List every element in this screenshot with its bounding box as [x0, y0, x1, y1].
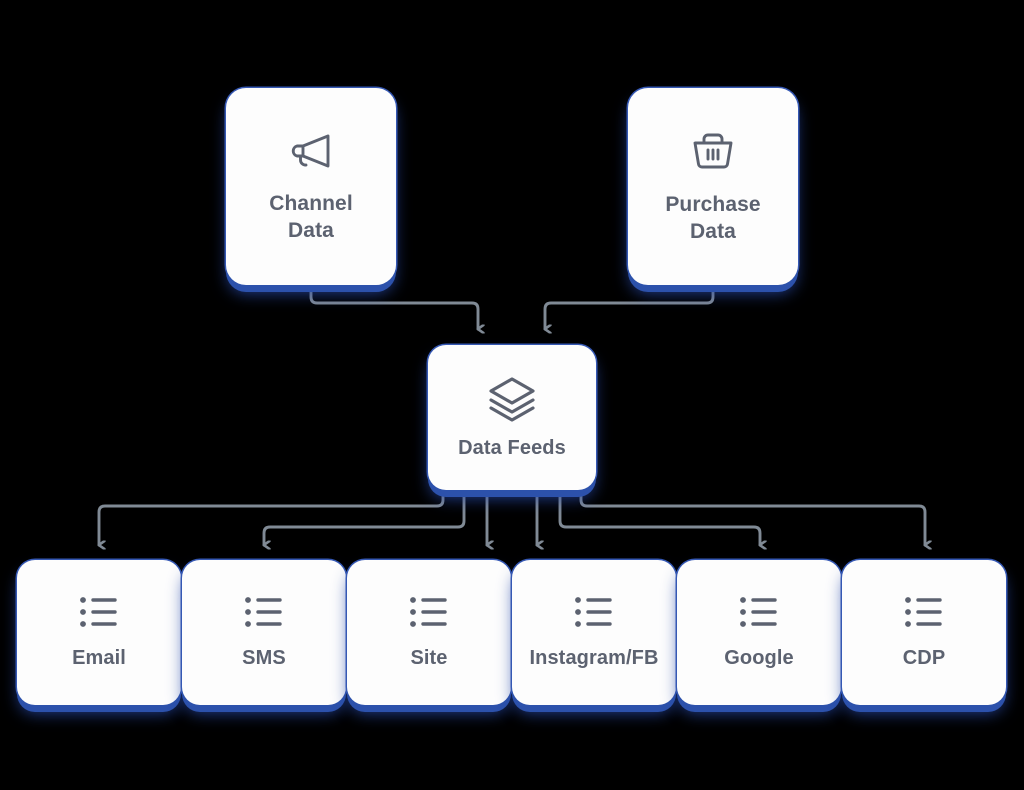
- destination-card-label: Instagram/FB: [529, 646, 659, 669]
- destination-card-google[interactable]: Google: [677, 560, 841, 705]
- megaphone-icon: [284, 129, 338, 173]
- destination-card-label: SMS: [242, 646, 286, 669]
- destination-card-site[interactable]: Site: [347, 560, 511, 705]
- hub-card-data-feeds[interactable]: Data Feeds: [428, 345, 596, 490]
- source-card-purchase-data[interactable]: Purchase Data: [628, 88, 798, 285]
- bullet-list-icon: [408, 594, 450, 630]
- destination-card-label: Email: [72, 646, 126, 669]
- connector-data-feeds-to-cdp: [579, 490, 925, 545]
- bullet-list-icon: [738, 594, 780, 630]
- source-card-label: Purchase Data: [665, 192, 761, 243]
- layers-icon: [486, 374, 538, 422]
- destination-card-label: CDP: [902, 646, 946, 669]
- bullet-list-icon: [78, 594, 120, 630]
- connector-purchase-data-to-data-feeds: [545, 285, 715, 329]
- hub-card-label: Data Feeds: [458, 436, 566, 459]
- bullet-list-icon: [903, 594, 945, 630]
- bullet-list-icon: [573, 594, 615, 630]
- connector-data-feeds-to-sms: [264, 490, 466, 545]
- destination-card-cdp[interactable]: CDP: [842, 560, 1006, 705]
- source-card-channel-data[interactable]: Channel Data: [226, 88, 396, 285]
- connector-data-feeds-to-google: [558, 490, 760, 545]
- shopping-basket-icon: [689, 128, 737, 174]
- connector-data-feeds-to-email: [99, 490, 445, 545]
- connector-channel-data-to-data-feeds: [309, 285, 478, 329]
- destination-card-label: Google: [724, 646, 794, 669]
- bullet-list-icon: [243, 594, 285, 630]
- destination-card-sms[interactable]: SMS: [182, 560, 346, 705]
- destination-card-label: Site: [410, 646, 448, 669]
- source-card-label: Channel Data: [269, 191, 353, 242]
- destination-card-email[interactable]: Email: [17, 560, 181, 705]
- destination-card-instagram-fb[interactable]: Instagram/FB: [512, 560, 676, 705]
